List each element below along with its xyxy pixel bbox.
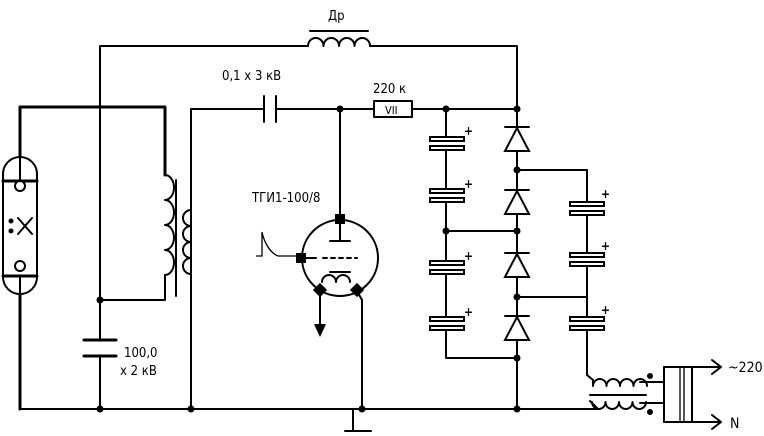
multiplier-capacitors-left: + + + + bbox=[429, 124, 473, 331]
plus-mark: + bbox=[601, 239, 610, 253]
diode-2 bbox=[503, 188, 531, 215]
plus-mark: + bbox=[601, 187, 610, 201]
choke-label: Др bbox=[328, 9, 345, 24]
diode-4 bbox=[503, 314, 531, 341]
storage-capacitor: 100,0 x 2 кВ bbox=[82, 338, 157, 379]
multiplier-capacitors-right: + + + bbox=[569, 187, 610, 331]
plus-mark: + bbox=[464, 124, 473, 138]
junction-dots bbox=[96, 105, 521, 413]
mains-transformer bbox=[589, 373, 653, 415]
resistor-label: 220 к bbox=[373, 82, 406, 97]
coupling-capacitor: 0,1 x 3 кВ bbox=[222, 69, 281, 123]
plus-mark: + bbox=[601, 303, 610, 317]
mains-switch bbox=[663, 366, 693, 423]
resistor-mark: VII bbox=[385, 104, 398, 117]
ignition-transformer bbox=[164, 174, 192, 297]
plus-mark: + bbox=[464, 249, 473, 263]
thyratron-tube: ТГИ1-100/8 bbox=[251, 191, 379, 337]
diode-1 bbox=[503, 125, 531, 152]
storage-capacitor-voltage: x 2 кВ bbox=[120, 364, 157, 379]
plus-mark: + bbox=[464, 177, 473, 191]
tube-label: ТГИ1-100/8 bbox=[251, 191, 320, 206]
mains-terminals: ~220 N bbox=[711, 359, 763, 432]
coupling-capacitor-label: 0,1 x 3 кВ bbox=[222, 69, 281, 84]
choke-inductor: Др bbox=[307, 9, 371, 47]
plus-mark: + bbox=[464, 305, 473, 319]
trigger-pulse-icon bbox=[256, 231, 297, 257]
resistor: VII 220 к bbox=[373, 82, 413, 118]
diode-3 bbox=[503, 251, 531, 278]
flash-lamp bbox=[1, 156, 39, 295]
mains-neutral-label: N bbox=[730, 416, 739, 432]
mains-phase-label: ~220 bbox=[728, 360, 763, 376]
rectifier-diodes bbox=[503, 125, 531, 341]
storage-capacitor-value: 100,0 bbox=[124, 346, 157, 361]
